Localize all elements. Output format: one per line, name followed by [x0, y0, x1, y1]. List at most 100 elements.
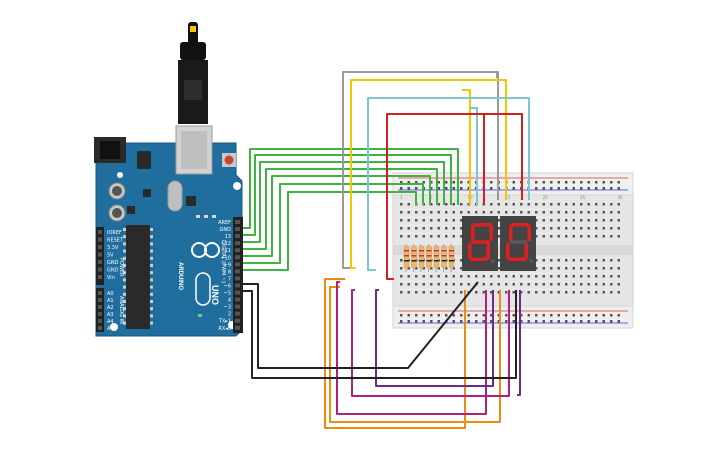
pin-label: 7 [228, 276, 231, 282]
wire-gray [342, 71, 499, 269]
segment-e [468, 243, 472, 259]
analog-pin-label: A0 [107, 291, 114, 297]
arduino-logo: ARDUINO UNO [177, 242, 220, 306]
power-pin-label: GND [107, 260, 119, 266]
power-pin[interactable] [98, 237, 102, 242]
resistor [448, 245, 455, 269]
microcontroller-chip [126, 225, 150, 329]
wire-yellow [350, 79, 507, 269]
digital-pin[interactable] [235, 325, 240, 330]
power-pin-label: 5V [107, 253, 114, 259]
brand-label: ARDUINO [177, 262, 183, 290]
wire-green-1 [242, 148, 459, 229]
pin-label: 4 [228, 298, 231, 304]
segment-f [471, 225, 475, 241]
wire-red [386, 113, 523, 280]
digit-8-segments [468, 223, 495, 263]
decimal-point [491, 259, 495, 263]
digital-pin[interactable] [235, 318, 240, 323]
segment-g [509, 240, 528, 244]
wire-green-5 [242, 175, 431, 257]
analog-pin[interactable] [98, 319, 102, 323]
digital-pin[interactable] [235, 304, 240, 309]
column-number: 5 [430, 195, 433, 200]
power-pin-label: Vin [107, 275, 115, 281]
analog-label: ANALOG IN [118, 296, 124, 324]
digital-pin[interactable] [235, 276, 240, 281]
digital-pin[interactable] [235, 311, 240, 316]
analog-pin-label: A5 [107, 326, 114, 332]
wires [242, 71, 530, 429]
pin-label: 2 [228, 312, 231, 318]
model-label: UNO [210, 285, 220, 305]
digital-pin[interactable] [235, 234, 240, 239]
column-number: 25 [580, 195, 586, 200]
power-pin[interactable] [98, 267, 102, 272]
digital-pin[interactable] [235, 269, 240, 274]
resistor [403, 245, 410, 269]
digital-pin[interactable] [235, 241, 240, 246]
digital-pin[interactable] [235, 262, 240, 267]
resistor [433, 245, 440, 269]
power-pin-label: RESET [107, 238, 124, 244]
pin-label: ~5 [224, 291, 231, 297]
resistor [426, 245, 432, 269]
analog-pin[interactable] [98, 291, 102, 295]
power-pin[interactable] [98, 230, 102, 234]
onboard-leds [196, 215, 216, 317]
digital-pin[interactable] [235, 283, 240, 288]
power-pin-label: GND [107, 268, 119, 274]
wire-cyan [367, 97, 530, 271]
wire-magenta-2 [351, 289, 510, 397]
pin-label: ~12 [220, 241, 231, 247]
resistor [418, 245, 425, 269]
wire-magenta [336, 281, 487, 415]
segment-c [524, 243, 528, 259]
digital-pin[interactable] [235, 248, 240, 253]
power-pin[interactable] [98, 245, 102, 249]
analog-pin[interactable] [98, 305, 102, 309]
segment-d [470, 257, 488, 261]
digital-pin[interactable] [235, 255, 240, 260]
pin-label: ~6 [224, 283, 231, 289]
digital-pin[interactable] [235, 290, 240, 295]
resistor-array [403, 244, 455, 272]
resistor [441, 245, 447, 269]
wire-black-1 [242, 281, 479, 369]
power-pin[interactable] [98, 260, 102, 264]
usb-cable [178, 22, 208, 124]
digital-pin[interactable] [235, 297, 240, 302]
analog-pin[interactable] [98, 312, 102, 316]
pin-label: TX▸1 [218, 319, 231, 325]
pin-label: ~3 [224, 305, 231, 311]
segment-a [511, 223, 529, 227]
pin-label: 13 [225, 234, 231, 240]
analog-pin-label: A2 [107, 305, 114, 311]
pin-label: AREF [218, 220, 231, 226]
analog-pin[interactable] [98, 298, 102, 302]
segment-f [509, 225, 513, 241]
column-number: 15 [505, 195, 511, 200]
chip-pins [123, 228, 153, 325]
pin-label: 8 [228, 269, 231, 275]
analog-pin[interactable] [98, 326, 102, 330]
segment-c [486, 243, 490, 259]
digital-pin[interactable] [235, 220, 240, 224]
wire-purple [375, 289, 494, 387]
power-pin-label: IOREF [107, 230, 122, 236]
column-number: 1 [400, 195, 403, 200]
led-tx [204, 215, 208, 218]
wire-green-3 [242, 161, 445, 243]
power-pin[interactable] [98, 252, 102, 257]
wire-green-7 [242, 191, 417, 271]
digit-0-segments [506, 223, 533, 263]
wire-green-2 [242, 154, 452, 236]
wire-green-4 [242, 168, 438, 250]
analog-pin-label: A4 [107, 319, 114, 325]
power-pin[interactable] [98, 275, 102, 279]
power-pin-label: 3.3V [107, 245, 119, 251]
digital-pin[interactable] [235, 227, 240, 232]
led-l [196, 215, 200, 218]
